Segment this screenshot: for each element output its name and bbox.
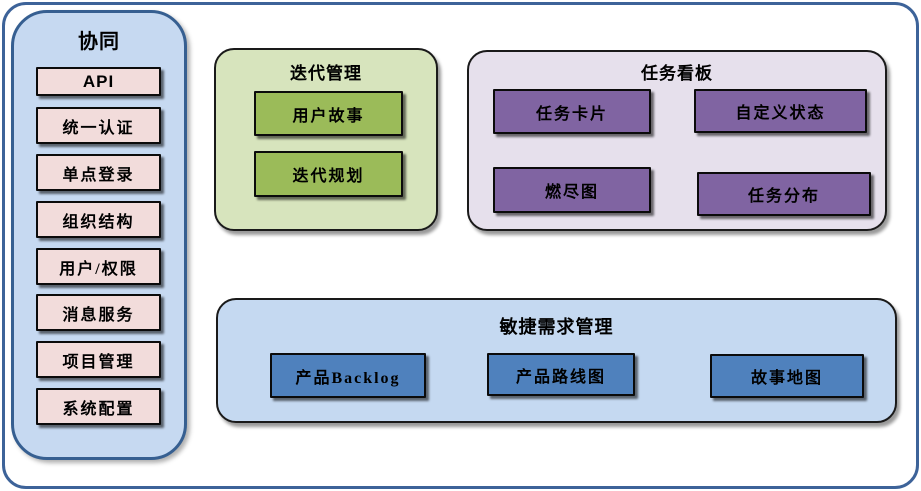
item-burndown-chart: 燃尽图 (493, 167, 651, 213)
group-iteration-management: 迭代管理 用户故事 迭代规划 (214, 48, 438, 231)
sidebar-item-api: API (36, 67, 161, 96)
sidebar-item-project-mgmt: 项目管理 (36, 341, 161, 378)
group-agile-requirements: 敏捷需求管理 产品Backlog 产品路线图 故事地图 (216, 298, 897, 423)
item-story-map: 故事地图 (710, 354, 864, 398)
sidebar-item-user-perms: 用户/权限 (36, 248, 161, 285)
sidebar-item-unified-auth: 统一认证 (36, 107, 161, 144)
sidebar-item-org-structure: 组织结构 (36, 201, 161, 238)
item-product-backlog: 产品Backlog (270, 353, 426, 398)
iteration-group-title: 迭代管理 (290, 64, 362, 83)
sidebar-item-system-config: 系统配置 (36, 388, 161, 425)
sidebar-item-message-svc: 消息服务 (36, 294, 161, 331)
item-task-card: 任务卡片 (493, 89, 651, 134)
group-task-board: 任务看板 任务卡片 自定义状态 燃尽图 任务分布 (467, 50, 887, 231)
item-iteration-planning: 迭代规划 (254, 151, 403, 197)
agile-group-title: 敏捷需求管理 (499, 317, 614, 337)
sidebar-item-sso: 单点登录 (36, 154, 161, 191)
sidebar-collaboration-group: 协同 API 统一认证 单点登录 组织结构 用户/权限 消息服务 项目管理 系统… (11, 10, 187, 460)
kanban-group-title: 任务看板 (641, 64, 713, 83)
item-product-roadmap: 产品路线图 (487, 353, 635, 396)
sidebar-title: 协同 (78, 31, 120, 53)
item-task-distribution: 任务分布 (697, 172, 871, 216)
item-custom-status: 自定义状态 (694, 89, 867, 133)
item-user-story: 用户故事 (254, 91, 403, 136)
